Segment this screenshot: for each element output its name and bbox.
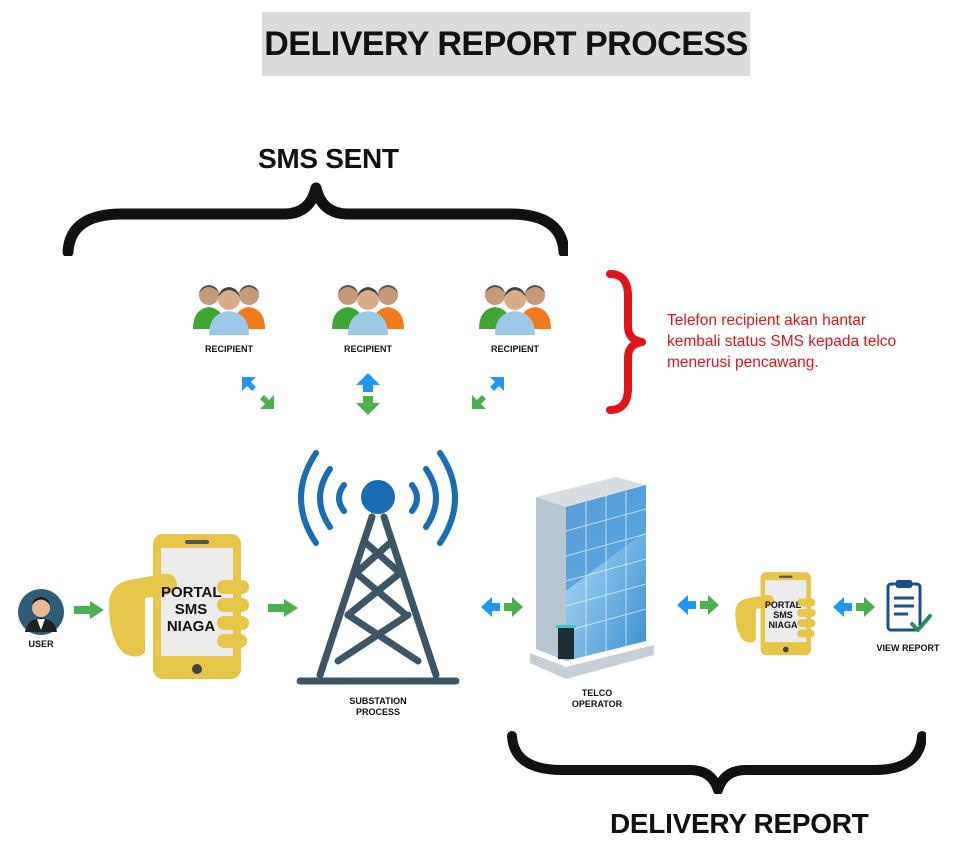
- substation-line-2: PROCESS: [355, 707, 400, 717]
- substation-line-1: SUBSTATION: [349, 696, 407, 706]
- diagonal-arrow-icon: [472, 377, 504, 409]
- portal-line-1: PORTAL: [764, 600, 802, 610]
- people-group-icon: [328, 276, 408, 338]
- recipient-3: RECIPIENT: [475, 276, 555, 355]
- page-title: DELIVERY REPORT PROCESS: [264, 24, 748, 63]
- portal-line-3: NIAGA: [768, 620, 798, 630]
- recipient-1: RECIPIENT: [189, 276, 269, 355]
- portal-phone: PORTAL SMS NIAGA: [105, 532, 255, 682]
- portal-phone-text: PORTAL SMS NIAGA: [161, 584, 222, 635]
- view-report-label: VIEW REPORT: [876, 643, 940, 653]
- note-brace: [606, 270, 646, 414]
- user-label: USER: [28, 639, 54, 649]
- telco-line-1: TELCO: [581, 688, 613, 698]
- office-building-icon: [530, 477, 654, 679]
- portal-phone-small: PORTAL SMS NIAGA: [733, 570, 819, 658]
- delivery-report-brace: [507, 731, 926, 794]
- view-report-node: VIEW REPORT: [874, 578, 942, 654]
- bidirectional-arrow-icon: [481, 597, 523, 617]
- people-group-icon: [475, 276, 555, 338]
- clipboard-check-icon: [886, 580, 932, 632]
- portal-line-1: PORTAL: [161, 584, 222, 601]
- delivery-report-heading: DELIVERY REPORT: [610, 808, 869, 839]
- portal-phone-small-text: PORTAL SMS NIAGA: [763, 600, 803, 630]
- hand-phone-icon: [735, 572, 816, 656]
- telco-line-2: OPERATOR: [571, 699, 623, 709]
- user-avatar-icon: [18, 589, 64, 635]
- sms-sent-brace: [62, 182, 568, 256]
- title-banner: DELIVERY REPORT PROCESS: [262, 12, 750, 76]
- bidirectional-arrow-icon: [677, 595, 719, 615]
- signal-tower-icon: [296, 450, 460, 685]
- vertical-arrow-icon: [356, 373, 380, 415]
- right-arrow-icon: [268, 599, 298, 617]
- right-arrow-icon: [74, 601, 104, 619]
- recipient-2: RECIPIENT: [328, 276, 408, 355]
- portal-line-3: NIAGA: [166, 618, 216, 635]
- user-node: USER: [15, 588, 67, 650]
- substation-label: SUBSTATION PROCESS: [330, 696, 426, 718]
- sms-sent-heading: SMS SENT: [258, 143, 399, 174]
- diagonal-arrow-icon: [242, 377, 274, 409]
- portal-line-2: SMS: [773, 610, 793, 620]
- hand-phone-icon: [109, 534, 249, 679]
- recipient-note: Telefon recipient akan hantar kembali st…: [667, 312, 897, 371]
- bidirectional-arrow-icon: [833, 597, 875, 617]
- recipient-label: RECIPIENT: [204, 344, 253, 354]
- portal-line-2: SMS: [174, 601, 208, 618]
- recipient-label: RECIPIENT: [490, 344, 539, 354]
- people-group-icon: [189, 276, 269, 338]
- telco-label: TELCO OPERATOR: [560, 688, 634, 710]
- recipient-label: RECIPIENT: [343, 344, 392, 354]
